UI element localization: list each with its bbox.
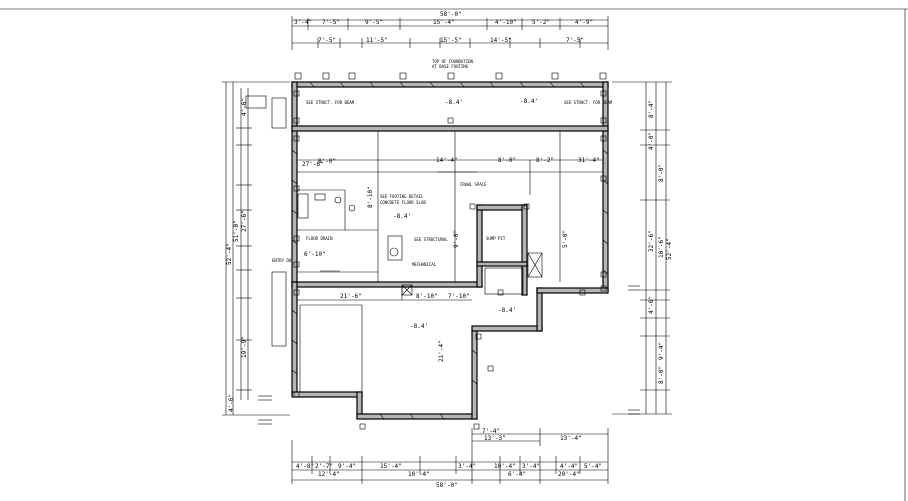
elevation-2: -8.4' <box>410 323 428 330</box>
right-dim-4: 4'-6" <box>648 296 655 314</box>
interior-lines <box>297 131 603 392</box>
top-dim-row2-1: 7'-5" <box>318 37 336 44</box>
interior-dim-d8: 7'-10" <box>448 293 470 300</box>
top-dim-row2-2: 11'-5" <box>366 37 388 44</box>
bottom-dim-b8: 4'-4" <box>560 463 578 470</box>
top-dim-4: 15'-4" <box>433 19 455 26</box>
sump-box <box>527 252 543 278</box>
top-dim-6: 5'-2" <box>532 19 550 26</box>
interior-dim-d9: 8'-10" <box>416 293 438 300</box>
right-dim-6: 10'-6" <box>658 236 665 258</box>
elevation-3: -8.4' <box>498 307 516 314</box>
left-window-well-box <box>271 271 287 347</box>
top-overall-dimension: 58'-0" <box>440 11 462 18</box>
note-crawl-space: CRAWL SPACE <box>460 182 487 187</box>
left-note-box <box>245 95 267 109</box>
top-dim-5: 4'-10" <box>495 19 517 26</box>
right-overall-dimension: 52'-4" <box>666 238 673 260</box>
top-dim-7: 4'-9" <box>575 19 593 26</box>
top-dim-row2-5: 7'-5" <box>566 37 584 44</box>
note-at-base-footing: AT BASE FOOTING <box>432 64 469 69</box>
floor-drain-symbol-2 <box>348 204 356 212</box>
interior-dim-d2: 14'-4" <box>436 157 458 164</box>
bottom-dim-a2: 13'-4" <box>560 435 582 442</box>
note-slab: CONCRETE FLOOR SLAB <box>380 200 426 205</box>
elevation-1: -8.4' <box>445 99 463 106</box>
bottom-dim-c1: 12'-4" <box>318 471 340 478</box>
left-entry-box <box>271 97 287 129</box>
right-dim-3: 32'-6" <box>648 230 655 252</box>
note-mechanical: MECHANICAL <box>412 262 437 267</box>
interior-dim-d3: 8'-0" <box>318 158 336 165</box>
top-dim-2: 7'-5" <box>322 19 340 26</box>
interior-dim-d10: 21'-4" <box>438 340 445 362</box>
top-dim-1: 3'-4" <box>294 19 312 26</box>
bottom-dim-b1: 4'-8" <box>296 463 314 470</box>
mechanical-box <box>484 267 524 295</box>
bottom-dimension-strings: 7'-4" 13'-4" 13'-3" 4'-8" 2'-7" 9'-4" 15… <box>291 428 609 489</box>
right-dim-1: 8'-4" <box>648 100 655 118</box>
right-dimension-strings: 52'-4" 8'-4" 4'-0" 32'-6" 4'-6" 8'-0" 10… <box>612 81 673 415</box>
bottom-dim-a1: 7'-4" <box>482 428 500 435</box>
bottom-dim-a3: 13'-3" <box>484 435 506 442</box>
note-sump-pit: SUMP PIT <box>486 236 506 241</box>
water-heater-box <box>387 235 403 261</box>
right-dim-7: 9'-4" <box>658 342 665 360</box>
right-dim-2: 4'-0" <box>648 132 655 150</box>
bottom-dim-c3: 6'-4" <box>508 471 526 478</box>
left-dimension-strings: 52'-4" 51'-0" 4'-6" 27'-6" 19'-9" 4'-6" <box>222 81 290 416</box>
bottom-dim-b4: 15'-4" <box>380 463 402 470</box>
bottom-dim-b6: 10'-4" <box>494 463 516 470</box>
wall-grid-tags <box>293 90 607 430</box>
bottom-dim-b5: 3'-4" <box>458 463 476 470</box>
sink-fixture <box>314 193 326 201</box>
top-dimension-strings: 58'-0" 3'-4" 7'-5" 9'-5" 15'-4" 4'-10" 5… <box>291 11 609 50</box>
interior-dim-d7: 21'-6" <box>340 293 362 300</box>
bottom-dim-b9: 5'-4" <box>584 463 602 470</box>
interior-dim-d14: 5'-0" <box>562 230 569 248</box>
top-grid-markers <box>294 72 607 80</box>
interior-dim-d1: 31'-4" <box>578 157 600 164</box>
foundation-walls <box>291 81 609 420</box>
right-dim-8: 8'-0" <box>658 366 665 384</box>
column-marker <box>401 284 413 296</box>
bottom-dim-c4: 20'-4" <box>558 471 580 478</box>
note-beam-2: SEE STRUCT. FOR BEAM <box>564 100 613 105</box>
tub-fixture <box>297 193 309 219</box>
left-dim-1: 4'-6" <box>241 98 248 116</box>
note-floor-drain: FLOOR DRAIN <box>306 236 333 241</box>
bottom-dim-b7: 3'-4" <box>522 463 540 470</box>
interior-dim-d5: 8'-0" <box>498 157 516 164</box>
bottom-overall-dimension: 58'-0" <box>436 482 458 489</box>
right-dim-5: 8'-0" <box>658 164 665 182</box>
bottom-dim-b3: 9'-4" <box>338 463 356 470</box>
interior-dim-d12: 6'-10" <box>304 251 326 258</box>
top-dim-row2-4: 14'-5" <box>490 37 512 44</box>
note-entry-door: ENTRY DOOR <box>272 258 297 263</box>
interior-dim-d4: 8'-2" <box>536 157 554 164</box>
note-top-of-foundation: TOP OF FOUNDATION <box>432 59 474 64</box>
left-overall-dimension: 52'-4" <box>226 243 233 265</box>
wall-hatching <box>291 81 609 420</box>
interior-dim-d11: 8'-10" <box>367 186 374 208</box>
corner-break-marks <box>258 285 640 425</box>
left-dim-3: 19'-9" <box>241 336 248 358</box>
elevation-4: -8.4' <box>393 213 411 220</box>
water-heater-icon <box>389 247 399 257</box>
elevation-5: -8.4' <box>520 98 538 105</box>
top-dim-3: 9'-5" <box>365 19 383 26</box>
interior-dim-d13: 9'-0" <box>453 230 460 248</box>
note-footing-detail: SEE FOOTING DETAIL <box>380 194 424 199</box>
interior-dim-d6: 27'-6" <box>302 161 324 168</box>
note-structural: SEE STRUCTURAL <box>414 237 448 242</box>
left-dim-2: 27'-6" <box>241 210 248 232</box>
bottom-dim-c2: 10'-4" <box>408 471 430 478</box>
note-beam-1: SEE STRUCT. FOR BEAM <box>306 100 355 105</box>
top-dim-row2-3: 15'-5" <box>440 37 462 44</box>
floor-drain-symbol <box>334 196 342 204</box>
bottom-dim-b2: 2'-7" <box>315 463 333 470</box>
left-overall-dimension-2: 51'-0" <box>233 220 240 242</box>
left-dim-4: 4'-6" <box>228 394 235 412</box>
